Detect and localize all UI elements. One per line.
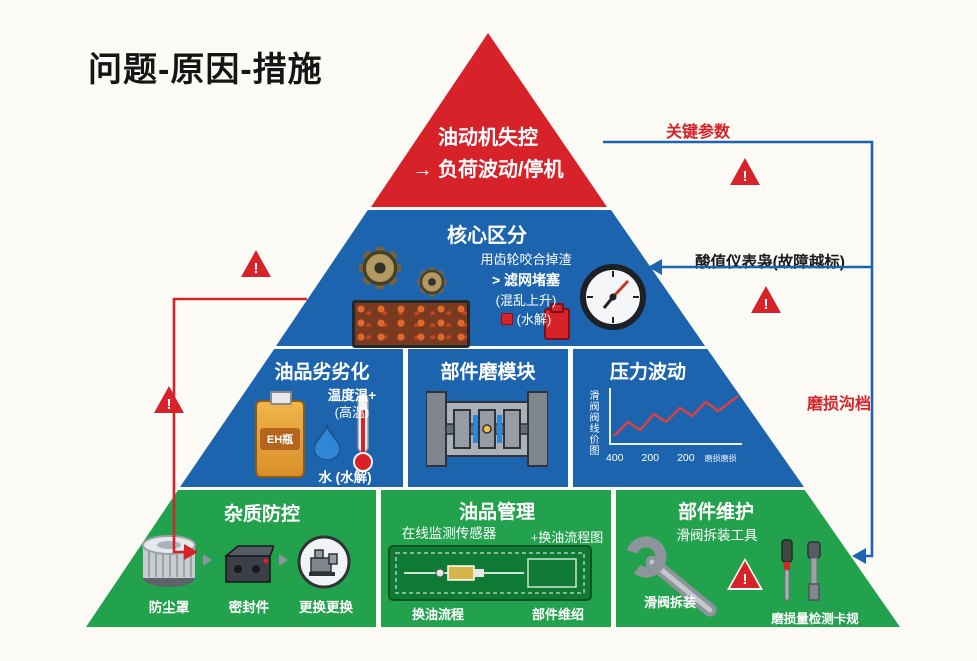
temp-sub-label: (高温) [334,405,370,420]
bottom-divider-2 [611,490,616,627]
x-tick-suffix: 磨损磨损 [704,454,737,463]
chart-axes [609,388,742,445]
apex-line1: 油动机失控 [438,127,538,149]
impurity-item-label: 密封件 [228,600,270,615]
red-square-icon [500,313,513,325]
warning-icon: ! [727,155,763,187]
screwdriver-set-icon [781,539,821,601]
component-label: 部件维绍 [531,607,584,622]
dust-cover-icon [142,535,196,587]
core-line4: (水解) [458,310,594,330]
acid-meter-label: 酸值仪表袅(故障越标) [695,254,845,271]
core-title: 核心区分 [447,225,527,247]
core-text-block: 用齿轮咬合掉渣 > 滤网堵塞 (混乱上升) (水解) [458,250,594,330]
wear-groove-label: 磨损沟档 [806,396,871,413]
pressure-line [613,395,739,437]
apex-text: 油动机失控 → 负荷波动/停机 [378,122,598,186]
pressure-cell-title: 压力波动 [609,362,686,383]
page-title: 问题-原因-措施 [88,51,323,89]
chart-y-label: 滑阀阀线价图 [587,390,598,456]
wear-gauge-label: 磨损量检测卡规 [771,612,859,626]
seal-kit-icon [223,545,274,583]
impurity-cell-title: 杂质防控 [223,504,300,525]
maintenance-cell-title: 部件维护 [677,502,754,523]
water-label: 水 (水解) [318,470,372,485]
x-tick: 200 [641,452,660,464]
step-arrow-icon [203,554,212,566]
monitoring-diagram [388,545,592,601]
impurity-item-label: 更换更换 [299,600,353,615]
oil-cell-title: 油品劣劣化 [274,362,370,383]
core-line3: (混乱上升) [495,292,557,308]
chart-x-ticks: 400 200 200 磨损磨损 [606,452,756,464]
thermometer-icon [353,393,373,472]
apex-line2: → 负荷波动/停机 [412,159,564,181]
oil-mgmt-cell-title: 油品管理 [458,502,535,523]
bottom-divider-1 [376,490,381,627]
x-tick: 200 [677,452,695,464]
valve-assembly-icon [426,391,548,467]
mid-divider-2 [568,349,573,487]
warning-icon: ! [727,558,763,590]
warning-icon: ! [748,283,784,315]
wear-cell-title: 部件磨模块 [440,362,536,383]
warning-icon: ! [151,383,187,415]
key-params-label: 关键参数 [665,124,730,141]
water-drop-icon [314,424,340,460]
bottle-cap [270,391,292,405]
core-line2: > 滤网堵塞 [491,271,561,288]
impurity-item-label: 防尘罩 [148,600,190,615]
x-tick: 400 [606,452,624,464]
flowchart-label: +换油流程图 [530,530,604,545]
wrench-label: 滑阀拆装 [643,595,696,610]
bottle-label: EH瓶 [260,428,300,450]
step-arrow-icon [279,554,288,566]
oil-flow-label: 换油流程 [411,607,464,622]
debris-container-icon [352,300,470,348]
replace-pump-icon [297,535,351,589]
warning-icon: ! [238,247,274,279]
oil-can-icon [544,303,570,340]
core-line1: 用齿轮咬合掉渣 [480,252,572,267]
pressure-chart [609,388,742,445]
sensor-label: 在线监测传感器 [401,526,497,541]
temp-label: 温度温+ [327,388,377,403]
mid-divider-1 [403,349,408,487]
tools-label: 滑阀拆装工具 [676,528,758,543]
